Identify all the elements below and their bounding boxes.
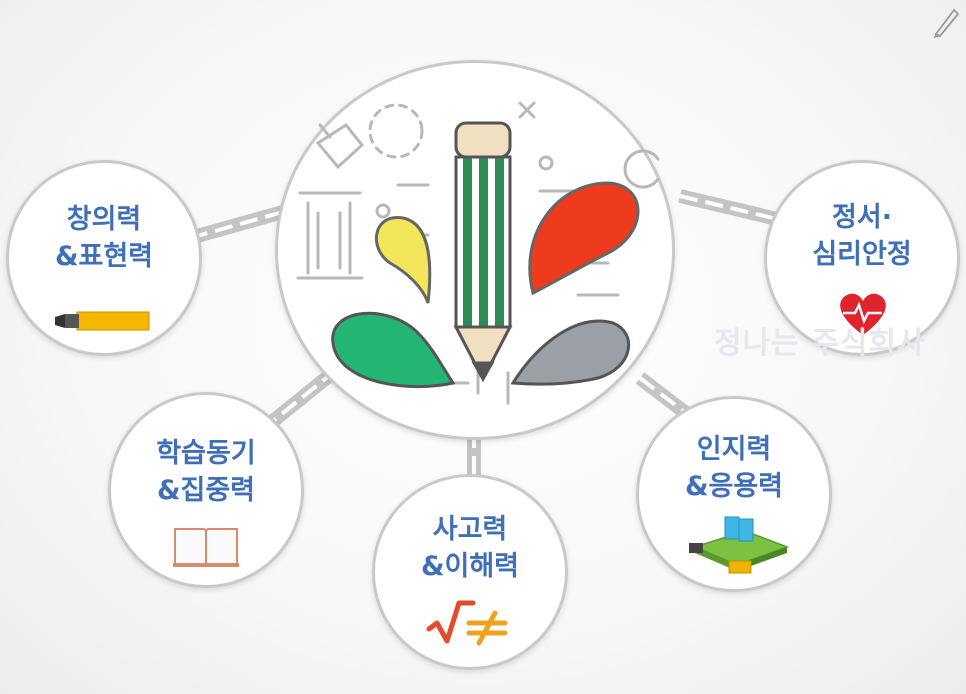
node-thinking-line1: 사고력: [432, 514, 508, 545]
node-creativity: 창의력 &표현력: [6, 160, 202, 356]
blocks-icon: [689, 516, 790, 574]
yellow-splash: [374, 216, 432, 304]
node-emotion-label: 정서· 심리안정: [767, 199, 957, 273]
node-motivation-label: 학습동기 &집중력: [111, 435, 301, 509]
green-splash: [331, 311, 456, 389]
node-cognition-line1: 인지력: [696, 434, 772, 465]
node-cognition-line2: &응용력: [684, 471, 784, 502]
book-icon: [173, 528, 239, 567]
pencil: [453, 121, 513, 383]
node-emotion-line1: 정서·: [832, 202, 892, 233]
node-creativity-label: 창의력 &표현력: [9, 201, 199, 275]
node-motivation: 학습동기 &집중력: [108, 392, 304, 588]
node-emotion: 정서· 심리안정: [764, 160, 960, 356]
node-thinking: 사고력 &이해력: [372, 474, 568, 670]
node-motivation-line2: &집중력: [156, 475, 256, 506]
node-thinking-label: 사고력 &이해력: [375, 511, 565, 585]
node-thinking-line2: &이해력: [420, 551, 520, 582]
node-emotion-line2: 심리안정: [812, 239, 912, 270]
pencil-splash-icon: [296, 101, 660, 405]
watermark-text: 정나는 주식회사: [714, 326, 926, 361]
pencil-icon: [933, 8, 960, 38]
center-circle: [275, 60, 675, 440]
heart-icon: [840, 293, 886, 335]
node-creativity-line2: &표현력: [54, 241, 154, 272]
highlighter-icon: [55, 311, 150, 331]
gray-splash: [510, 319, 631, 386]
math-symbols-icon: [426, 600, 508, 646]
node-creativity-line1: 창의력: [66, 204, 142, 235]
node-cognition-label: 인지력 &응용력: [639, 431, 829, 505]
node-motivation-line1: 학습동기: [156, 438, 256, 469]
red-splash: [528, 181, 640, 296]
node-cognition: 인지력 &응용력: [636, 396, 832, 592]
